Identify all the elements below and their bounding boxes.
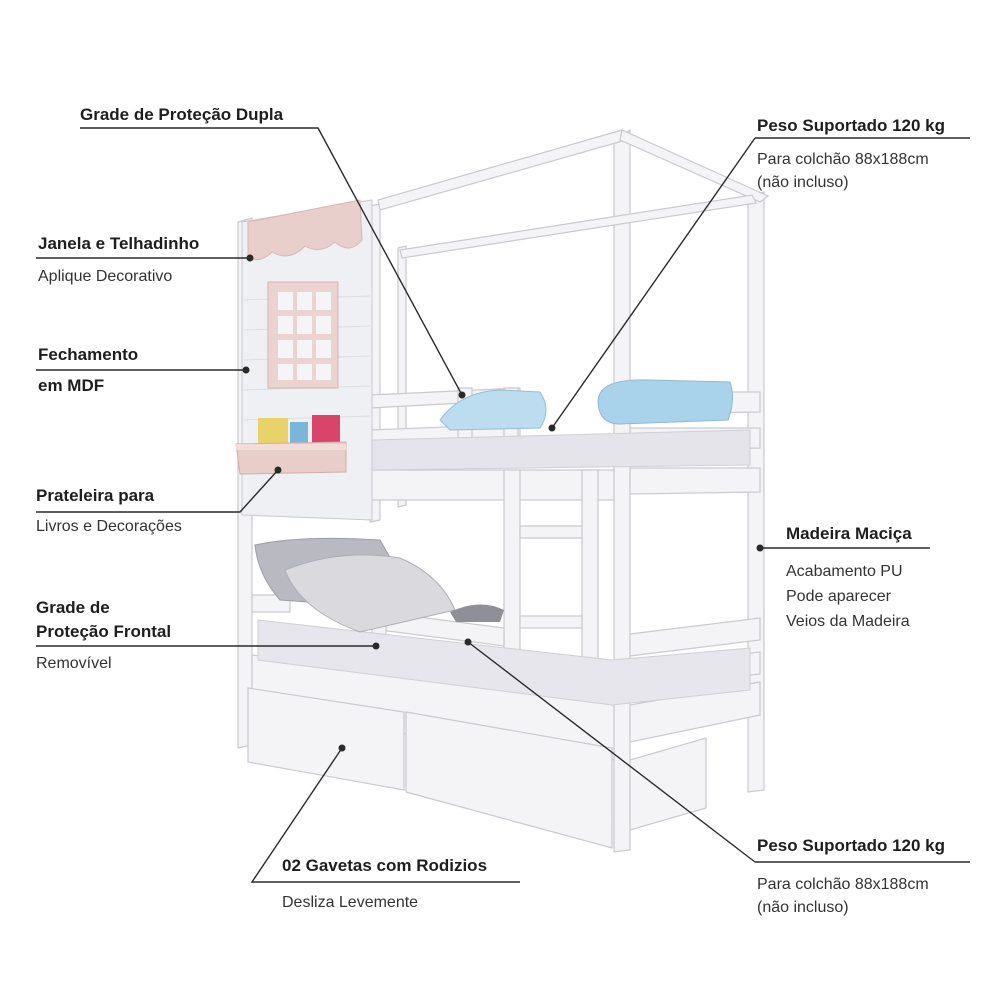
callout-dots bbox=[242, 254, 764, 752]
decorative-window bbox=[267, 281, 339, 389]
callout-peso-top-line2: (não incluso) bbox=[757, 174, 849, 191]
roof-awning bbox=[247, 199, 363, 261]
callout-leaders bbox=[36, 127, 970, 883]
callout-gavetas-title: 02 Gavetas com Rodizios bbox=[282, 856, 488, 875]
callout-fechamento-line1: Fechamento bbox=[38, 345, 139, 364]
callout-madeira-line2: Pode aparecer bbox=[786, 588, 891, 605]
callout-peso-bottom-line1: Para colchão 88x188cm bbox=[757, 876, 929, 893]
callout-peso-top-line1: Para colchão 88x188cm bbox=[757, 151, 929, 168]
callout-fechamento-line2: em MDF bbox=[38, 376, 105, 395]
callout-prateleira-subtitle: Livros e Decorações bbox=[36, 518, 182, 535]
callout-grade-frontal-subtitle: Removível bbox=[36, 655, 112, 672]
callout-grade-frontal-line2: Proteção Frontal bbox=[36, 622, 172, 641]
callout-peso-bottom-title: Peso Suportado 120 kg bbox=[757, 836, 945, 855]
callout-madeira-line3: Veios da Madeira bbox=[786, 613, 910, 630]
callout-janela-subtitle: Aplique Decorativo bbox=[38, 268, 173, 285]
callout-madeira-line1: Acabamento PU bbox=[786, 563, 903, 580]
callout-prateleira-title: Prateleira para bbox=[36, 486, 155, 505]
mdf-house-panel bbox=[235, 199, 373, 521]
pillows bbox=[254, 379, 734, 633]
callout-peso-top-title: Peso Suportado 120 kg bbox=[757, 116, 945, 135]
callout-gavetas-subtitle: Desliza Levemente bbox=[282, 894, 419, 911]
callout-janela-title: Janela e Telhadinho bbox=[38, 234, 200, 253]
callout-grade-dupla-title: Grade de Proteção Dupla bbox=[80, 105, 284, 124]
callout-grade-frontal-line1: Grade de bbox=[36, 598, 110, 617]
callout-peso-bottom-line2: (não incluso) bbox=[757, 899, 849, 916]
callout-madeira-title: Madeira Maciça bbox=[786, 524, 912, 543]
book-shelf bbox=[235, 415, 347, 475]
